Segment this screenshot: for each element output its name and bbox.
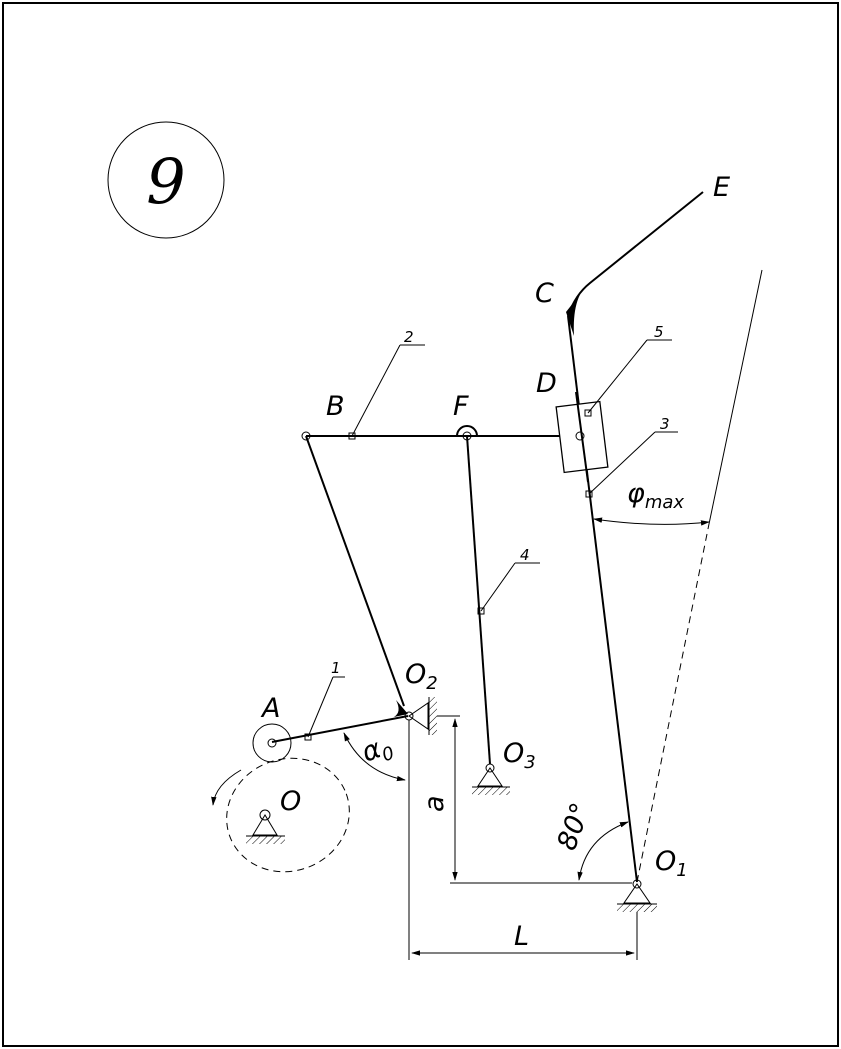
label-link-5: 5 — [654, 323, 664, 341]
support-O — [246, 809, 285, 844]
crank-trajectory — [226, 757, 350, 873]
joint-D — [575, 431, 585, 441]
label-link-3: 3 — [660, 415, 670, 433]
support-O2 — [404, 697, 437, 735]
label-B: B — [326, 391, 345, 422]
dimensions — [343, 715, 638, 960]
weld-C — [566, 284, 588, 336]
label-F: F — [453, 391, 469, 422]
label-link-1: 1 — [331, 659, 341, 677]
extreme-position — [636, 523, 710, 883]
label-dim-L: L — [514, 921, 529, 952]
support-O3 — [472, 763, 510, 795]
label-dim-a: a — [419, 795, 450, 812]
label-E: E — [713, 172, 730, 203]
label-O3: O3 — [503, 738, 536, 773]
label-O1: O1 — [655, 846, 688, 881]
label-angle-80: 80° — [551, 799, 596, 855]
label-A: A — [260, 693, 280, 724]
label-C: C — [535, 278, 554, 309]
weld-O2 — [394, 700, 408, 717]
label-alpha0: α0 — [358, 729, 397, 772]
label-phi-max: φmax — [627, 478, 684, 513]
label-link-4: 4 — [520, 546, 530, 564]
link-BO2 — [305, 435, 405, 707]
link-4 — [466, 435, 491, 765]
joint-B — [301, 431, 311, 441]
joint-F-arc — [456, 425, 478, 437]
angle-80-arc — [577, 821, 629, 881]
extreme-position-ext — [708, 269, 763, 525]
link-markers — [304, 409, 593, 741]
label-O2: O2 — [405, 659, 438, 694]
link-3-rocker — [567, 315, 638, 883]
link-1-crank — [271, 715, 409, 743]
crank-disc — [252, 723, 292, 763]
alpha-arc — [343, 732, 406, 782]
label-O: O — [280, 786, 301, 817]
support-O1 — [617, 879, 657, 912]
phi-max-arc — [593, 517, 710, 526]
label-D: D — [536, 368, 557, 399]
slider-axis — [575, 391, 589, 483]
link-CE — [567, 191, 704, 317]
joint-A — [267, 738, 277, 748]
rotation-arrow — [211, 769, 242, 806]
variant-number: 9 — [146, 145, 185, 218]
variant-badge: 9 — [107, 121, 225, 239]
leaders — [307, 339, 678, 738]
label-link-2: 2 — [404, 328, 414, 346]
